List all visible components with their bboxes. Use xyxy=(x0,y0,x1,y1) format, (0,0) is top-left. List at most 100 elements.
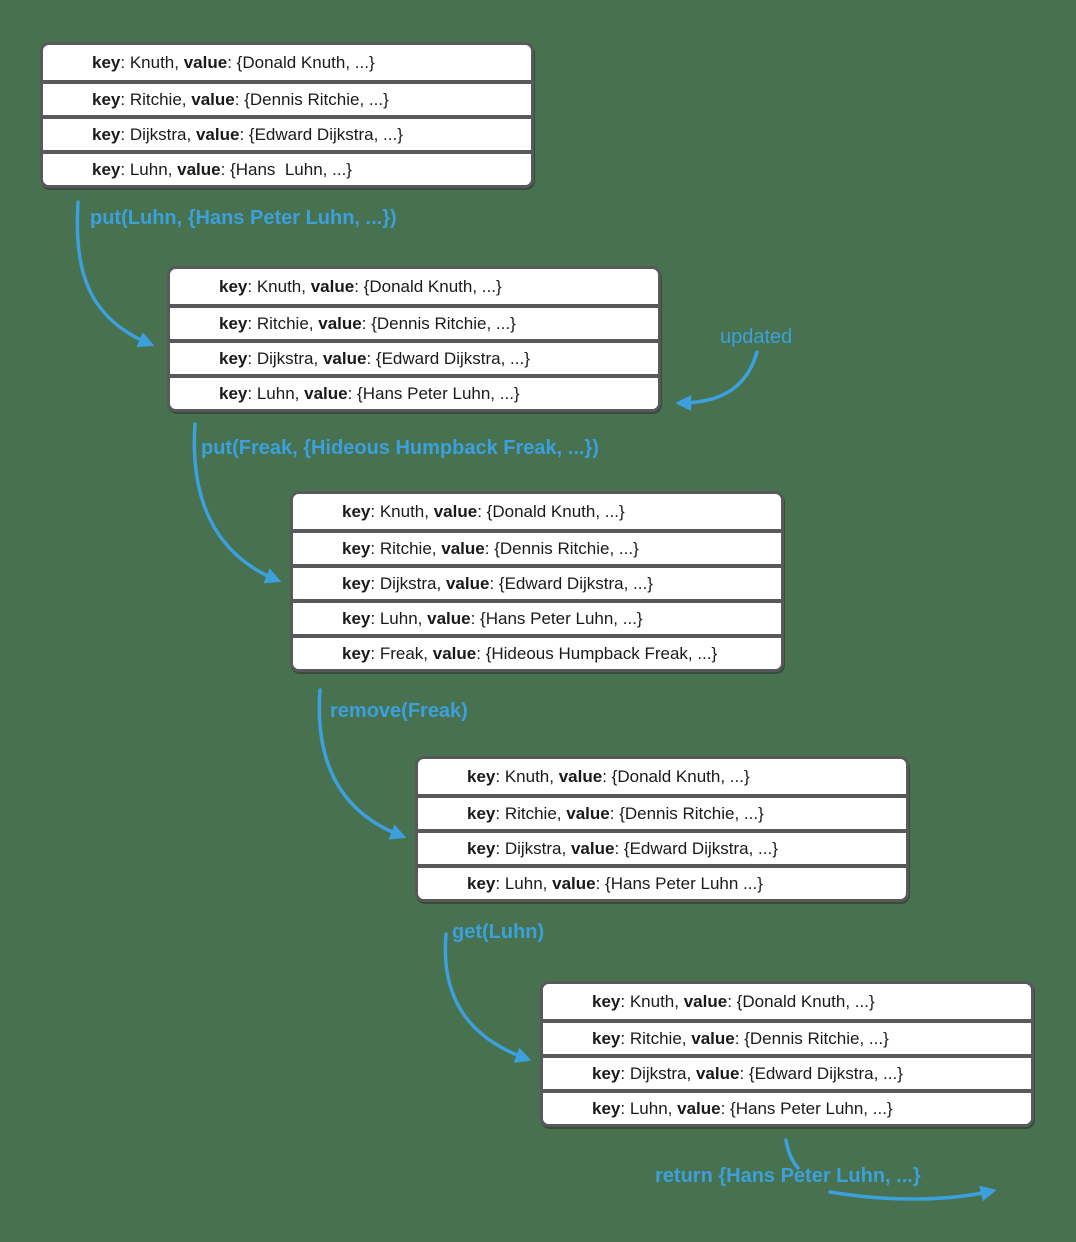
value-colon: : xyxy=(220,159,231,179)
arrow-get-luhn-icon xyxy=(443,932,532,1063)
value-colon: : xyxy=(470,608,481,628)
table-row: key: Ritchie, value: {Dennis Ritchie, ..… xyxy=(170,304,658,339)
key-colon: : xyxy=(247,348,257,368)
key-label: key xyxy=(219,348,248,368)
value-label: value xyxy=(677,1098,721,1118)
arrow-return-icon xyxy=(828,1185,997,1202)
key-label: key xyxy=(467,803,496,823)
table-row: key: Dijkstra, value: {Edward Dijkstra, … xyxy=(170,339,658,374)
value-text: {Edward Dijkstra, ...} xyxy=(623,838,778,858)
value-text: {Hans Luhn, ...} xyxy=(230,159,352,179)
key-value: Luhn xyxy=(379,608,418,628)
key-label: key xyxy=(342,643,371,663)
value-colon: : xyxy=(484,538,495,558)
key-label: key xyxy=(219,313,248,333)
value-label: value xyxy=(427,608,471,628)
table-row: key: Dijkstra, value: {Edward Dijkstra, … xyxy=(293,564,781,599)
value-colon: : xyxy=(361,313,372,333)
value-text: {Edward Dijkstra, ...} xyxy=(248,124,403,144)
value-text: {Edward Dijkstra, ...} xyxy=(375,348,530,368)
key-value: Dijkstra xyxy=(379,573,437,593)
key-value: Ritchie xyxy=(504,803,557,823)
key-colon: : xyxy=(247,383,257,403)
value-text: {Dennis Ritchie, ...} xyxy=(371,313,516,333)
key-value: Dijkstra xyxy=(256,348,314,368)
value-colon: : xyxy=(609,803,620,823)
pair-comma: , xyxy=(436,573,446,593)
key-label: key xyxy=(342,538,371,558)
key-value: Dijkstra xyxy=(504,838,562,858)
key-value: Luhn xyxy=(129,159,168,179)
op-label-return-value: return {Hans Peter Luhn, ...} xyxy=(655,1165,921,1187)
key-value: Dijkstra xyxy=(629,1063,687,1083)
key-label: key xyxy=(467,873,496,893)
value-text: {Donald Knuth, ...} xyxy=(486,501,625,521)
arrow-updated-icon xyxy=(675,350,759,412)
value-text: {Dennis Ritchie, ...} xyxy=(244,89,389,109)
value-colon: : xyxy=(354,276,364,296)
value-text: {Edward Dijkstra, ...} xyxy=(748,1063,903,1083)
op-label-remove-freak: remove(Freak) xyxy=(330,700,468,722)
key-label: key xyxy=(467,766,496,786)
table-row: key: Luhn, value: {Hans Peter Luhn, ...} xyxy=(170,374,658,409)
value-text: {Donald Knuth, ...} xyxy=(236,52,375,72)
value-label: value xyxy=(552,873,596,893)
value-label: value xyxy=(558,766,603,786)
value-text: {Donald Knuth, ...} xyxy=(611,766,750,786)
table-row: key: Knuth, value: {Donald Knuth, ...} xyxy=(543,984,1031,1019)
value-label: value xyxy=(191,89,235,109)
key-value: Dijkstra xyxy=(129,124,187,144)
map-state-table-after-get-luhn: key: Knuth, value: {Donald Knuth, ...} k… xyxy=(540,981,1034,1127)
value-label: value xyxy=(177,159,221,179)
value-text: {Hans Peter Luhn, ...} xyxy=(730,1098,893,1118)
key-value: Freak xyxy=(379,643,424,663)
key-label: key xyxy=(592,1063,621,1083)
pair-comma: , xyxy=(423,643,433,663)
pair-comma: , xyxy=(186,124,196,144)
value-label: value xyxy=(322,348,367,368)
key-colon: : xyxy=(370,501,380,521)
key-colon: : xyxy=(370,573,380,593)
key-value: Luhn xyxy=(629,1098,668,1118)
table-row: key: Freak, value: {Hideous Humpback Fre… xyxy=(293,634,781,669)
value-label: value xyxy=(695,1063,740,1083)
key-label: key xyxy=(592,1028,621,1048)
value-text: {Dennis Ritchie, ...} xyxy=(619,803,764,823)
value-colon: : xyxy=(614,838,624,858)
pair-comma: , xyxy=(556,803,567,823)
pair-comma: , xyxy=(549,766,559,786)
key-colon: : xyxy=(495,803,505,823)
key-label: key xyxy=(467,838,496,858)
key-value: Luhn xyxy=(256,383,295,403)
key-colon: : xyxy=(247,276,257,296)
pair-comma: , xyxy=(294,383,305,403)
return-connector-line xyxy=(784,1138,800,1170)
pair-comma: , xyxy=(313,348,323,368)
op-label-get-luhn: get(Luhn) xyxy=(452,921,545,943)
pair-comma: , xyxy=(561,838,571,858)
table-row: key: Dijkstra, value: {Edward Dijkstra, … xyxy=(543,1054,1031,1089)
key-label: key xyxy=(92,159,121,179)
table-row: key: Luhn, value: {Hans Peter Luhn, ...} xyxy=(543,1089,1031,1124)
value-label: value xyxy=(566,803,610,823)
value-label: value xyxy=(445,573,490,593)
value-colon: : xyxy=(602,766,612,786)
pair-comma: , xyxy=(181,89,192,109)
key-label: key xyxy=(92,124,121,144)
key-colon: : xyxy=(370,608,380,628)
key-value: Ritchie xyxy=(129,89,182,109)
value-label: value xyxy=(318,313,362,333)
value-text: {Dennis Ritchie, ...} xyxy=(744,1028,889,1048)
key-value: Knuth xyxy=(504,766,550,786)
key-label: key xyxy=(592,1098,621,1118)
map-state-table-initial: key: Knuth, value: {Donald Knuth, ...} k… xyxy=(40,42,534,188)
op-label-put-freak: put(Freak, {Hideous Humpback Freak, ...}… xyxy=(201,437,599,459)
key-label: key xyxy=(592,991,621,1011)
key-value: Knuth xyxy=(379,501,425,521)
value-label: value xyxy=(683,991,728,1011)
op-label-put-luhn: put(Luhn, {Hans Peter Luhn, ...}) xyxy=(90,207,397,229)
pair-comma: , xyxy=(417,608,428,628)
value-colon: : xyxy=(720,1098,731,1118)
pair-comma: , xyxy=(686,1063,696,1083)
value-colon: : xyxy=(347,383,358,403)
